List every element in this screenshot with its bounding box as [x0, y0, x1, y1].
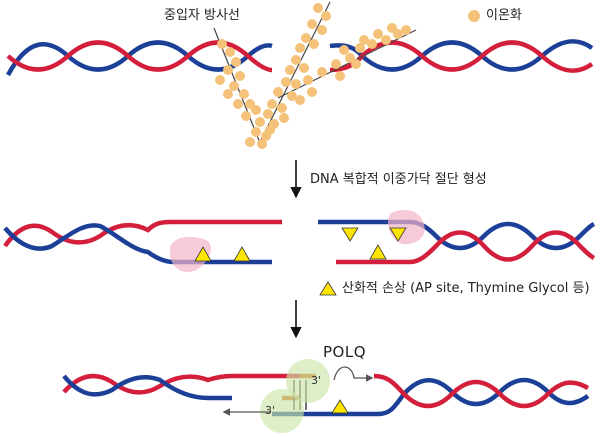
polq-enzyme — [260, 389, 304, 433]
ion-dot — [215, 75, 225, 85]
ion-dot — [263, 109, 273, 119]
ion-dot — [217, 39, 227, 49]
ion-dot — [279, 113, 289, 123]
ion-dot — [277, 103, 287, 113]
panel-radiation — [6, 1, 594, 149]
dna-helix-left-top — [6, 40, 273, 77]
dsb-formation-label: DNA 복합적 이중가닥 절단 형성 — [310, 172, 487, 187]
ion-dot — [231, 57, 241, 67]
ion-cloud — [215, 3, 411, 149]
ion-dot — [401, 25, 411, 35]
ap-site-marker — [341, 227, 359, 242]
polq-label: POLQ — [323, 343, 367, 361]
ion-dot — [307, 87, 317, 97]
ion-dot — [241, 111, 251, 121]
ion-dot — [295, 43, 305, 53]
ion-dot — [251, 105, 261, 115]
ion-dot — [309, 39, 319, 49]
ion-dot — [223, 65, 233, 75]
ion-dot — [317, 25, 327, 35]
oxidative-damage-legend-label: 산화적 손상 (AP site, Thymine Glycol 등) — [342, 281, 590, 296]
three-prime-end-label: 3' — [311, 374, 321, 387]
ap-site-marker — [331, 399, 349, 414]
ion-dot — [265, 125, 275, 135]
panel-double-strand-break — [3, 209, 596, 296]
ap-site-marker — [233, 246, 251, 262]
ion-dot — [321, 11, 331, 21]
ion-dot — [273, 87, 283, 97]
three-prime-end-label: 3' — [265, 404, 275, 417]
ion-dot — [313, 3, 323, 13]
ion-dot — [331, 59, 341, 69]
ion-dot — [223, 89, 233, 99]
ion-dot — [355, 43, 365, 53]
ion-dot — [285, 65, 295, 75]
ion-dot — [387, 23, 397, 33]
ion-dot — [287, 91, 297, 101]
dna-fragment-right — [318, 219, 596, 265]
ion-dot — [301, 33, 311, 43]
ion-dot — [267, 99, 277, 109]
ion-dot — [235, 71, 245, 81]
ion-dot — [255, 117, 265, 127]
ion-dot — [233, 99, 243, 109]
damage-legend-triangle — [319, 281, 337, 296]
ion-dot — [367, 39, 377, 49]
ionization-legend-label: 이온화 — [486, 8, 522, 23]
ion-dot — [359, 35, 369, 45]
radiation-label: 중입자 방사선 — [164, 8, 240, 23]
ion-dot — [239, 89, 249, 99]
polq-enzyme — [286, 359, 330, 403]
ion-dot — [303, 75, 313, 85]
ap-site-marker — [194, 246, 212, 262]
ion-dot — [281, 77, 291, 87]
ion-dot — [229, 81, 239, 91]
ion-dot — [307, 19, 317, 29]
ion-dot — [299, 63, 309, 73]
ion-dot — [295, 95, 305, 105]
ap-site-marker — [369, 244, 387, 260]
extension-arrow-right — [333, 366, 374, 382]
ion-dot — [317, 67, 327, 77]
ion-dot — [339, 45, 349, 55]
lesion-blob-right — [387, 209, 425, 245]
dna-end-right — [272, 373, 590, 417]
ion-dot — [373, 29, 383, 39]
ion-dot — [291, 55, 301, 65]
ap-site-marker — [389, 227, 407, 242]
ion-dot — [335, 71, 345, 81]
ion-dot — [291, 79, 301, 89]
dna-end-left — [62, 373, 300, 401]
dna-fragment-left — [3, 219, 282, 265]
ion-dot — [257, 139, 267, 149]
ion-dot — [351, 59, 361, 69]
ion-legend-dot — [468, 10, 480, 22]
ion-dot — [225, 47, 235, 57]
lesion-blob-left — [170, 236, 211, 273]
ion-dot — [245, 137, 255, 147]
panel-polq-repair: 3' 3' — [62, 359, 590, 433]
ion-dot — [381, 35, 391, 45]
ion-dot — [251, 127, 261, 137]
